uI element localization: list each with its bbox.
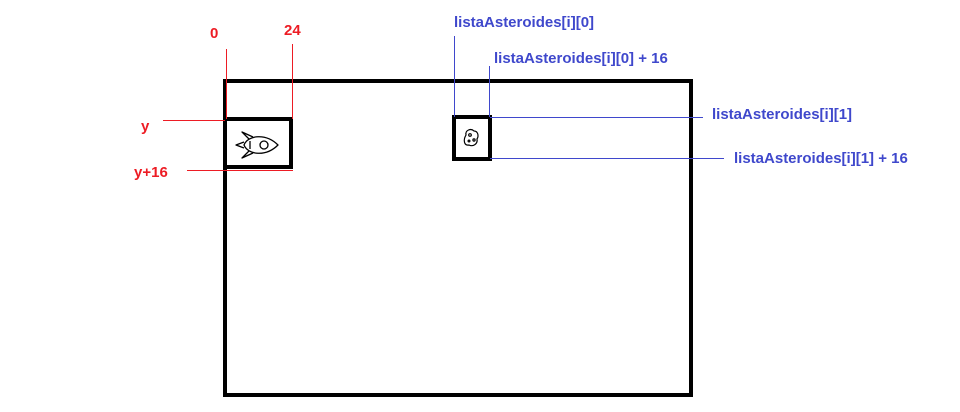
player-sprite-box [223,117,293,169]
player-x-end-label: 24 [284,22,301,39]
asteroid-y-top-label: listaAsteroides[i][1] [712,106,853,123]
asteroid-sprite-box [452,115,492,161]
asteroid-icon [463,129,479,147]
asteroid-y-bottom-label: listaAsteroides[i][1] + 16 [734,150,908,167]
game-screen-frame [223,79,693,397]
player-y-bottom-label: y+16 [134,164,168,181]
rocket-icon [235,131,279,159]
player-y-top-label: y [141,118,150,135]
player-x-start-label: 0 [210,25,219,42]
asteroid-x-end-label: listaAsteroides[i][0] + 16 [494,50,668,67]
asteroid-x-start-label: listaAsteroides[i][0] [454,14,595,31]
